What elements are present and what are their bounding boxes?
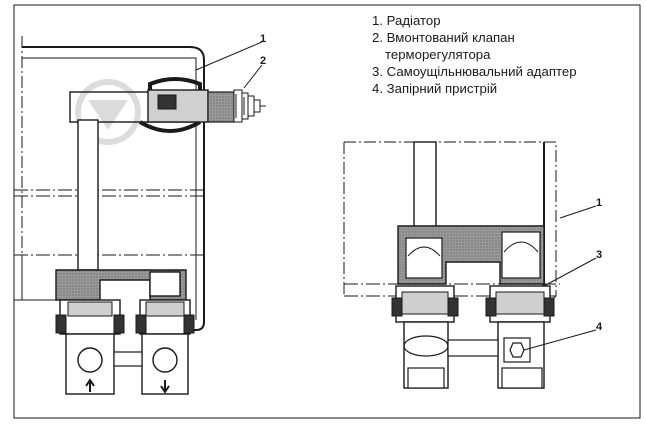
legend-item-adapter: 3. Самоущільнювальний адаптер <box>372 64 577 79</box>
left-thermo-valve <box>233 89 266 123</box>
watermark-logo <box>75 79 141 145</box>
legend-item-shutoff: 4. Запірний пристрій <box>372 81 498 96</box>
legend: 1. Радіатор 2. Вмонтований клапан термор… <box>372 12 577 97</box>
legend-item-radiator: 1. Радіатор <box>372 13 441 28</box>
callout-shutoff-right: 4 <box>596 321 603 333</box>
right-assembly <box>343 141 597 389</box>
callout-valve-left: 2 <box>260 55 267 67</box>
left-assembly <box>14 36 266 395</box>
legend-item-valve: 2. Вмонтований клапан <box>372 30 515 45</box>
callout-radiator-left: 1 <box>260 33 267 45</box>
legend-item-valve-cont: терморегулятора <box>385 47 491 62</box>
left-radiator-outline <box>22 46 205 331</box>
callout-radiator-right: 1 <box>596 197 603 209</box>
callout-adapter-right: 3 <box>596 249 603 261</box>
right-adapters <box>391 285 555 323</box>
outer-border <box>13 4 641 419</box>
